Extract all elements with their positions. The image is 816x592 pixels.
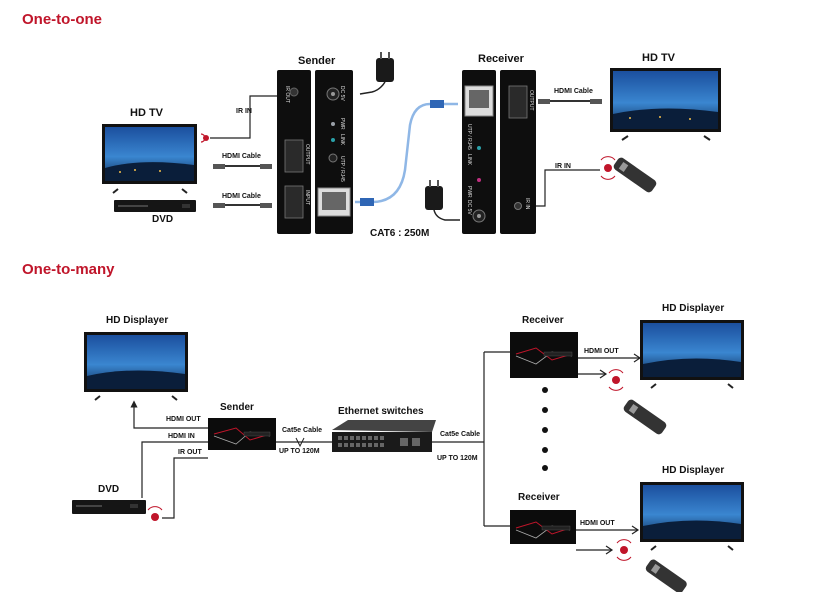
ir-out-label: IR OUT	[178, 449, 202, 456]
cat6-label: CAT6 : 250M	[370, 228, 430, 239]
power-adapter-icon	[425, 180, 460, 221]
sender-port-dc: DC 5V	[339, 86, 345, 101]
hdtv-right	[610, 68, 721, 141]
ir-in-label-left: IR IN	[236, 108, 252, 115]
hd-displayer-right-bottom-label: HD Displayer	[662, 465, 725, 476]
hdmi-out-rx-top-label: HDMI OUT	[584, 348, 619, 355]
sender-port-utp: UTP / RJ45	[339, 156, 345, 182]
hd-displayer-left-label: HD Displayer	[106, 315, 169, 326]
sender-port-output: OUTPUT	[304, 144, 310, 165]
hdmi-cable-label-1: HDMI Cable	[222, 153, 261, 160]
receiver-box-bottom	[510, 510, 576, 544]
receiver-port-link: LINK	[466, 154, 472, 166]
ir-in-label-right: IR IN	[555, 163, 571, 170]
dvd-label-top: DVD	[152, 214, 174, 225]
remote-control-icon	[613, 157, 657, 193]
ir-in-wire	[210, 95, 278, 139]
ir-sensor-icon	[608, 369, 624, 391]
hdmi-out-rx-bottom-label: HDMI OUT	[580, 520, 615, 527]
ir-sensor-icon	[616, 539, 632, 561]
receiver-label-top: Receiver	[522, 315, 564, 326]
cable-break-icon	[295, 437, 305, 448]
hd-displayer-right-bottom	[640, 482, 744, 551]
upto-label-right: UP TO 120M	[437, 455, 478, 462]
receiver-port-utp: UTP / RJ45	[466, 124, 472, 150]
section-title-one-to-one: One-to-one	[22, 11, 102, 28]
receiver-port-output: OUTPUT	[528, 90, 534, 111]
more-receivers-dots	[542, 387, 548, 471]
dvd-label-bottom: DVD	[98, 484, 120, 495]
receiver-port-dc: DC 5V	[466, 200, 472, 215]
ir-sensor-icon	[200, 133, 209, 143]
receiver-port-ir-in: IR IN	[524, 198, 530, 210]
sender-device	[277, 70, 353, 234]
cat5e-label-left: Cat5e Cable	[282, 427, 323, 434]
remote-control-icon	[623, 399, 667, 435]
hdtv-left-label: HD TV	[130, 107, 163, 119]
sender-box	[208, 418, 276, 450]
dvd-player	[114, 200, 196, 212]
ir-sensor-icon	[600, 156, 616, 180]
cat5e-label-right: Cat5e Cable	[440, 431, 481, 438]
ethernet-switch	[332, 420, 436, 452]
hd-displayer-right-top	[640, 320, 744, 389]
hdmi-out-label: HDMI OUT	[166, 416, 201, 423]
remote-control-icon	[645, 559, 687, 592]
hdmi-in-wire	[141, 441, 208, 498]
upto-label-left: UP TO 120M	[279, 448, 320, 455]
sender-port-pwr: PWR	[339, 118, 345, 130]
sender-port-link: LINK	[339, 134, 345, 146]
receiver-device	[462, 70, 536, 234]
sender-port-input: INPUT	[304, 190, 310, 205]
sender-label-bottom: Sender	[220, 402, 254, 413]
sender-title: Sender	[298, 55, 336, 67]
hd-displayer-left	[84, 332, 188, 401]
hd-displayer-right-top-label: HD Displayer	[662, 303, 725, 314]
dvd-player	[72, 500, 146, 514]
receiver-label-bottom: Receiver	[518, 492, 560, 503]
hdmi-in-label: HDMI IN	[168, 433, 195, 440]
cat6-cable	[355, 100, 458, 206]
ir-sensor-icon	[147, 506, 163, 521]
receiver-title: Receiver	[478, 53, 524, 65]
ethernet-switches-label: Ethernet switches	[338, 406, 424, 417]
receiver-port-pwr: PWR	[466, 186, 472, 198]
hdmi-cable-label-right: HDMI Cable	[554, 88, 593, 95]
sender-port-ir-out: IR OUT	[284, 86, 290, 103]
hdmi-cable-label-2: HDMI Cable	[222, 193, 261, 200]
power-adapter-icon	[359, 52, 394, 95]
ir-in-wire	[536, 169, 600, 207]
hdmi-cable-icon	[538, 99, 602, 104]
section-title-one-to-many: One-to-many	[22, 261, 115, 278]
hdtv-right-label: HD TV	[642, 52, 675, 64]
hdmi-out-wire	[130, 400, 208, 429]
hdtv-left	[102, 124, 197, 194]
hdmi-cable-icon	[213, 164, 272, 169]
hdmi-cable-icon	[213, 203, 272, 208]
ir-out-wire	[162, 457, 208, 519]
receiver-box-top	[510, 332, 578, 378]
